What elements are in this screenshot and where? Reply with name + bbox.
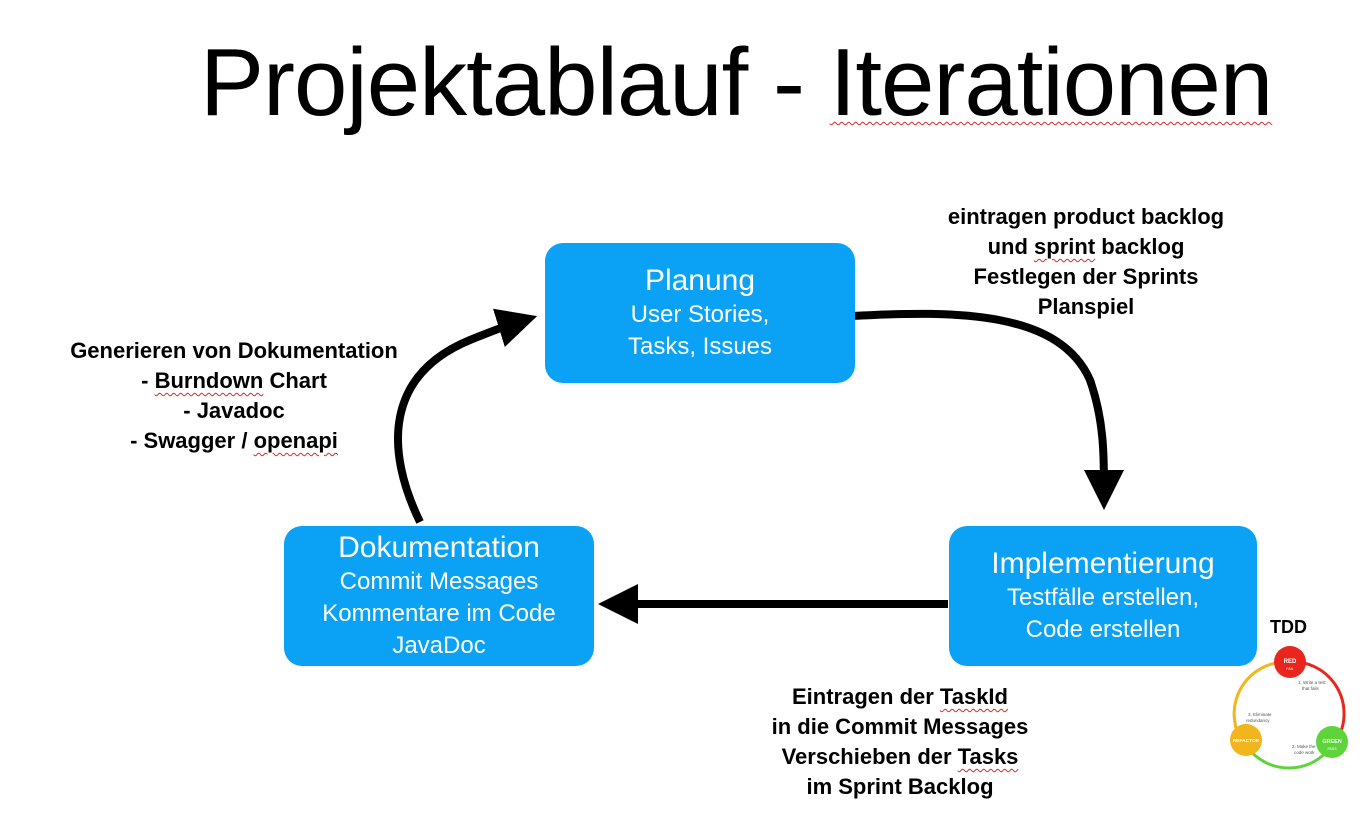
- note-line: im Sprint Backlog: [806, 774, 994, 799]
- tdd-step1: 1. Write a test: [1298, 680, 1326, 685]
- note-text: Eintragen der: [792, 684, 940, 709]
- tdd-red-label: RED: [1284, 659, 1297, 665]
- note-text: Chart: [263, 368, 327, 393]
- box-implementierung-line: Testfälle erstellen,: [1006, 584, 1200, 611]
- note-line: Generieren von Dokumentation: [70, 338, 398, 363]
- box-implementierung-heading: Implementierung: [991, 547, 1215, 580]
- tdd-step1: that fails: [1302, 686, 1320, 691]
- note-line: - Swagger / openapi: [44, 426, 424, 456]
- tdd-red-circle: [1274, 646, 1306, 678]
- title-text: Projektablauf -: [200, 29, 830, 136]
- tdd-red-sub: FAIL: [1286, 667, 1293, 671]
- note-line: Festlegen der Sprints: [973, 264, 1199, 289]
- tdd-step3: 3. Eliminate: [1248, 712, 1272, 717]
- note-text: sprint: [1034, 234, 1096, 259]
- note-text: Burndown: [154, 368, 264, 393]
- tdd-green-label: GREEN: [1322, 739, 1342, 745]
- tdd-label: TDD: [1270, 617, 1307, 637]
- note-dokumentation: Generieren von Dokumentation - Burndown …: [44, 336, 424, 456]
- tdd-refactor-circle: [1230, 724, 1262, 756]
- note-text: und: [987, 234, 1035, 259]
- arrow-dokumentation-to-planung: [394, 308, 538, 524]
- box-dokumentation-line: Kommentare im Code: [322, 600, 556, 627]
- note-line: und sprint backlog: [926, 232, 1246, 262]
- box-planung-heading: Planung: [644, 264, 756, 297]
- note-line: Eintragen der TaskId: [740, 682, 1060, 712]
- box-implementierung-line: Code erstellen: [1025, 616, 1181, 643]
- arrow-planung-to-implementierung: [851, 309, 1124, 510]
- tdd-arc-green: [1246, 747, 1332, 770]
- note-line: Verschieben der Tasks: [740, 742, 1060, 772]
- tdd-green-circle: [1316, 726, 1348, 758]
- note-text: Verschieben der: [781, 744, 958, 769]
- tdd-arc-yellow: [1232, 660, 1287, 739]
- tdd-step2: 2. Make the: [1292, 744, 1316, 749]
- box-dokumentation-line: Commit Messages: [339, 568, 539, 595]
- tdd-step3: redundancy: [1246, 718, 1270, 723]
- box-planung: Planung User Stories, Tasks, Issues: [545, 243, 855, 383]
- note-text: - Swagger /: [130, 428, 254, 453]
- note-text: TaskId: [939, 684, 1008, 709]
- note-text: -: [141, 368, 155, 393]
- note-line: Planspiel: [1037, 294, 1135, 319]
- note-line: - Burndown Chart: [44, 366, 424, 396]
- note-line: in die Commit Messages: [771, 714, 1029, 739]
- note-text: Tasks: [957, 744, 1019, 769]
- title-text-iterationen: Iterationen: [829, 29, 1274, 136]
- tdd-green-sub: PASS: [1327, 747, 1337, 751]
- page-title: Projektablauf - Iterationen: [200, 28, 1320, 138]
- box-dokumentation-line: JavaDoc: [392, 632, 486, 659]
- note-implementierung: Eintragen der TaskId in die Commit Messa…: [740, 682, 1060, 802]
- box-planung-line: Tasks, Issues: [627, 333, 773, 360]
- note-line: - Javadoc: [183, 398, 285, 423]
- box-dokumentation-heading: Dokumentation: [338, 531, 540, 564]
- note-text: openapi: [253, 428, 338, 453]
- tdd-cycle: RED FAIL GREEN PASS REFACTOR 1. Write a …: [1230, 646, 1348, 770]
- note-line: eintragen product backlog: [947, 204, 1225, 229]
- note-text: backlog: [1095, 234, 1185, 259]
- box-dokumentation: Dokumentation Commit Messages Kommentare…: [284, 526, 594, 666]
- note-planung: eintragen product backlog und sprint bac…: [926, 202, 1246, 322]
- tdd-refactor-label: REFACTOR: [1233, 738, 1260, 744]
- box-implementierung: Implementierung Testfälle erstellen, Cod…: [949, 526, 1257, 666]
- box-planung-line: User Stories,: [630, 301, 770, 328]
- tdd-step2: code work: [1294, 750, 1315, 755]
